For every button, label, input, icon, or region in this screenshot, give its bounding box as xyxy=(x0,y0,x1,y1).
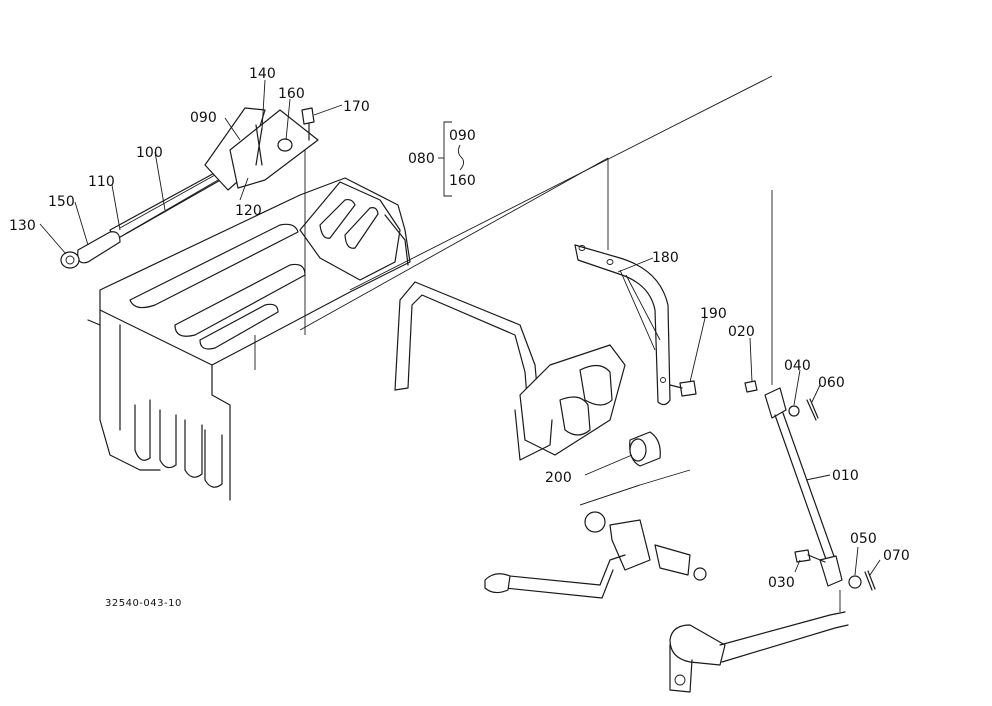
callout-130: 130 xyxy=(9,218,36,234)
callout-070: 070 xyxy=(883,548,910,564)
assembly-member-090: 090 xyxy=(449,128,476,144)
callout-160: 160 xyxy=(278,86,305,102)
callout-060: 060 xyxy=(818,375,845,391)
callout-180: 180 xyxy=(652,250,679,266)
floor-frame xyxy=(87,177,411,501)
centerlines xyxy=(299,75,773,385)
callout-140: 140 xyxy=(249,66,276,82)
lower-crank xyxy=(669,590,849,693)
callout-020: 020 xyxy=(728,324,755,340)
collar-and-pedal-shaft xyxy=(484,431,707,599)
assembly-label-080: 080 xyxy=(408,151,435,167)
callout-120: 120 xyxy=(235,203,262,219)
callout-190: 190 xyxy=(700,306,727,322)
assembly-member-160: 160 xyxy=(449,173,476,189)
callout-010: 010 xyxy=(832,468,859,484)
callout-030: 030 xyxy=(768,575,795,591)
callout-150: 150 xyxy=(48,194,75,210)
callout-090: 090 xyxy=(190,110,217,126)
leader-lines xyxy=(39,79,881,576)
hand-lever xyxy=(60,169,225,269)
rod-assembly xyxy=(744,380,876,591)
callout-200: 200 xyxy=(545,470,572,486)
center-frame xyxy=(394,244,697,461)
callout-110: 110 xyxy=(88,174,115,190)
callout-labels: 130 150 110 100 090 140 160 170 120 180 … xyxy=(9,66,910,609)
callout-100: 100 xyxy=(136,145,163,161)
callout-050: 050 xyxy=(850,531,877,547)
lever-bracket xyxy=(204,107,319,191)
callout-170: 170 xyxy=(343,99,370,115)
callout-040: 040 xyxy=(784,358,811,374)
drawing-code: 32540-043-10 xyxy=(105,598,182,609)
